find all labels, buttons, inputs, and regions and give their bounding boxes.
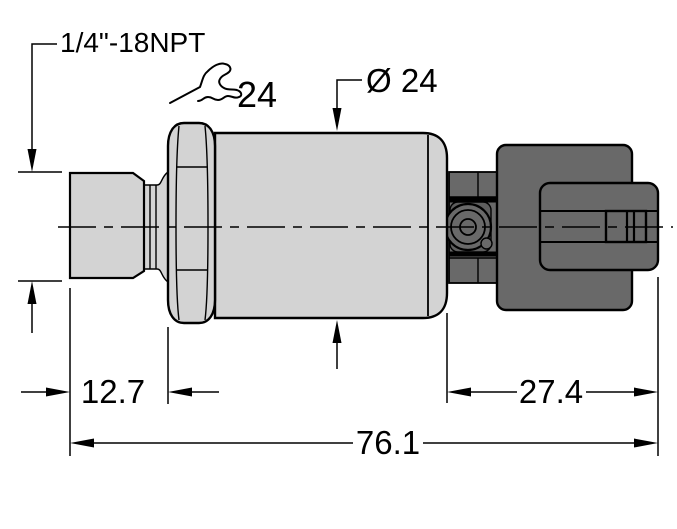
thread-spec-label: 1/4"-18NPT	[60, 27, 205, 58]
diameter-arrow-up	[332, 320, 342, 343]
diameter-label: Ø 24	[366, 62, 438, 99]
thread-arrow-down	[27, 149, 37, 172]
thread-port	[68, 171, 146, 280]
dim-port-length: 12.7	[21, 288, 219, 456]
dim-connector-length: 27.4	[446, 277, 659, 456]
connector-arrow-right	[634, 387, 658, 397]
connector-ext-lines	[446, 277, 659, 456]
m12-band-lines	[449, 172, 497, 283]
connector-length-value: 27.4	[519, 373, 583, 410]
diameter-leader	[336, 79, 362, 110]
dim-thread-spec: 1/4"-18NPT	[18, 27, 205, 333]
body-silhouette	[213, 131, 449, 320]
diameter-arrow-down	[332, 108, 342, 131]
connector-arrow-left	[447, 387, 471, 397]
wrench-size-label: 24	[237, 74, 277, 115]
wrench-icon	[169, 62, 243, 104]
hex-silhouette	[166, 121, 217, 325]
sensor-body	[213, 131, 449, 320]
thread-ext-lines	[18, 171, 62, 282]
thread-hatch	[68, 171, 146, 280]
thread-fill	[70, 173, 144, 278]
dim-overall-length: 76.1	[70, 424, 658, 461]
port-length-value: 12.7	[81, 373, 145, 410]
hex-face-lines	[175, 125, 209, 321]
neck-lines	[144, 171, 169, 283]
wrench-size-callout: 24	[169, 62, 277, 115]
port-arrow-left-pointing	[168, 387, 192, 397]
dim-diameter: Ø 24	[332, 62, 438, 369]
overall-arrow-right	[634, 438, 658, 448]
overall-length-value: 76.1	[356, 424, 420, 461]
port-arrow-right-pointing	[46, 387, 70, 397]
thread-arrow-up	[27, 281, 37, 304]
hex-nut	[166, 121, 217, 325]
thread-leader	[31, 43, 57, 150]
port-ext-lines	[69, 288, 169, 456]
m12-key-pin	[480, 237, 493, 250]
overall-arrow-left	[70, 438, 94, 448]
